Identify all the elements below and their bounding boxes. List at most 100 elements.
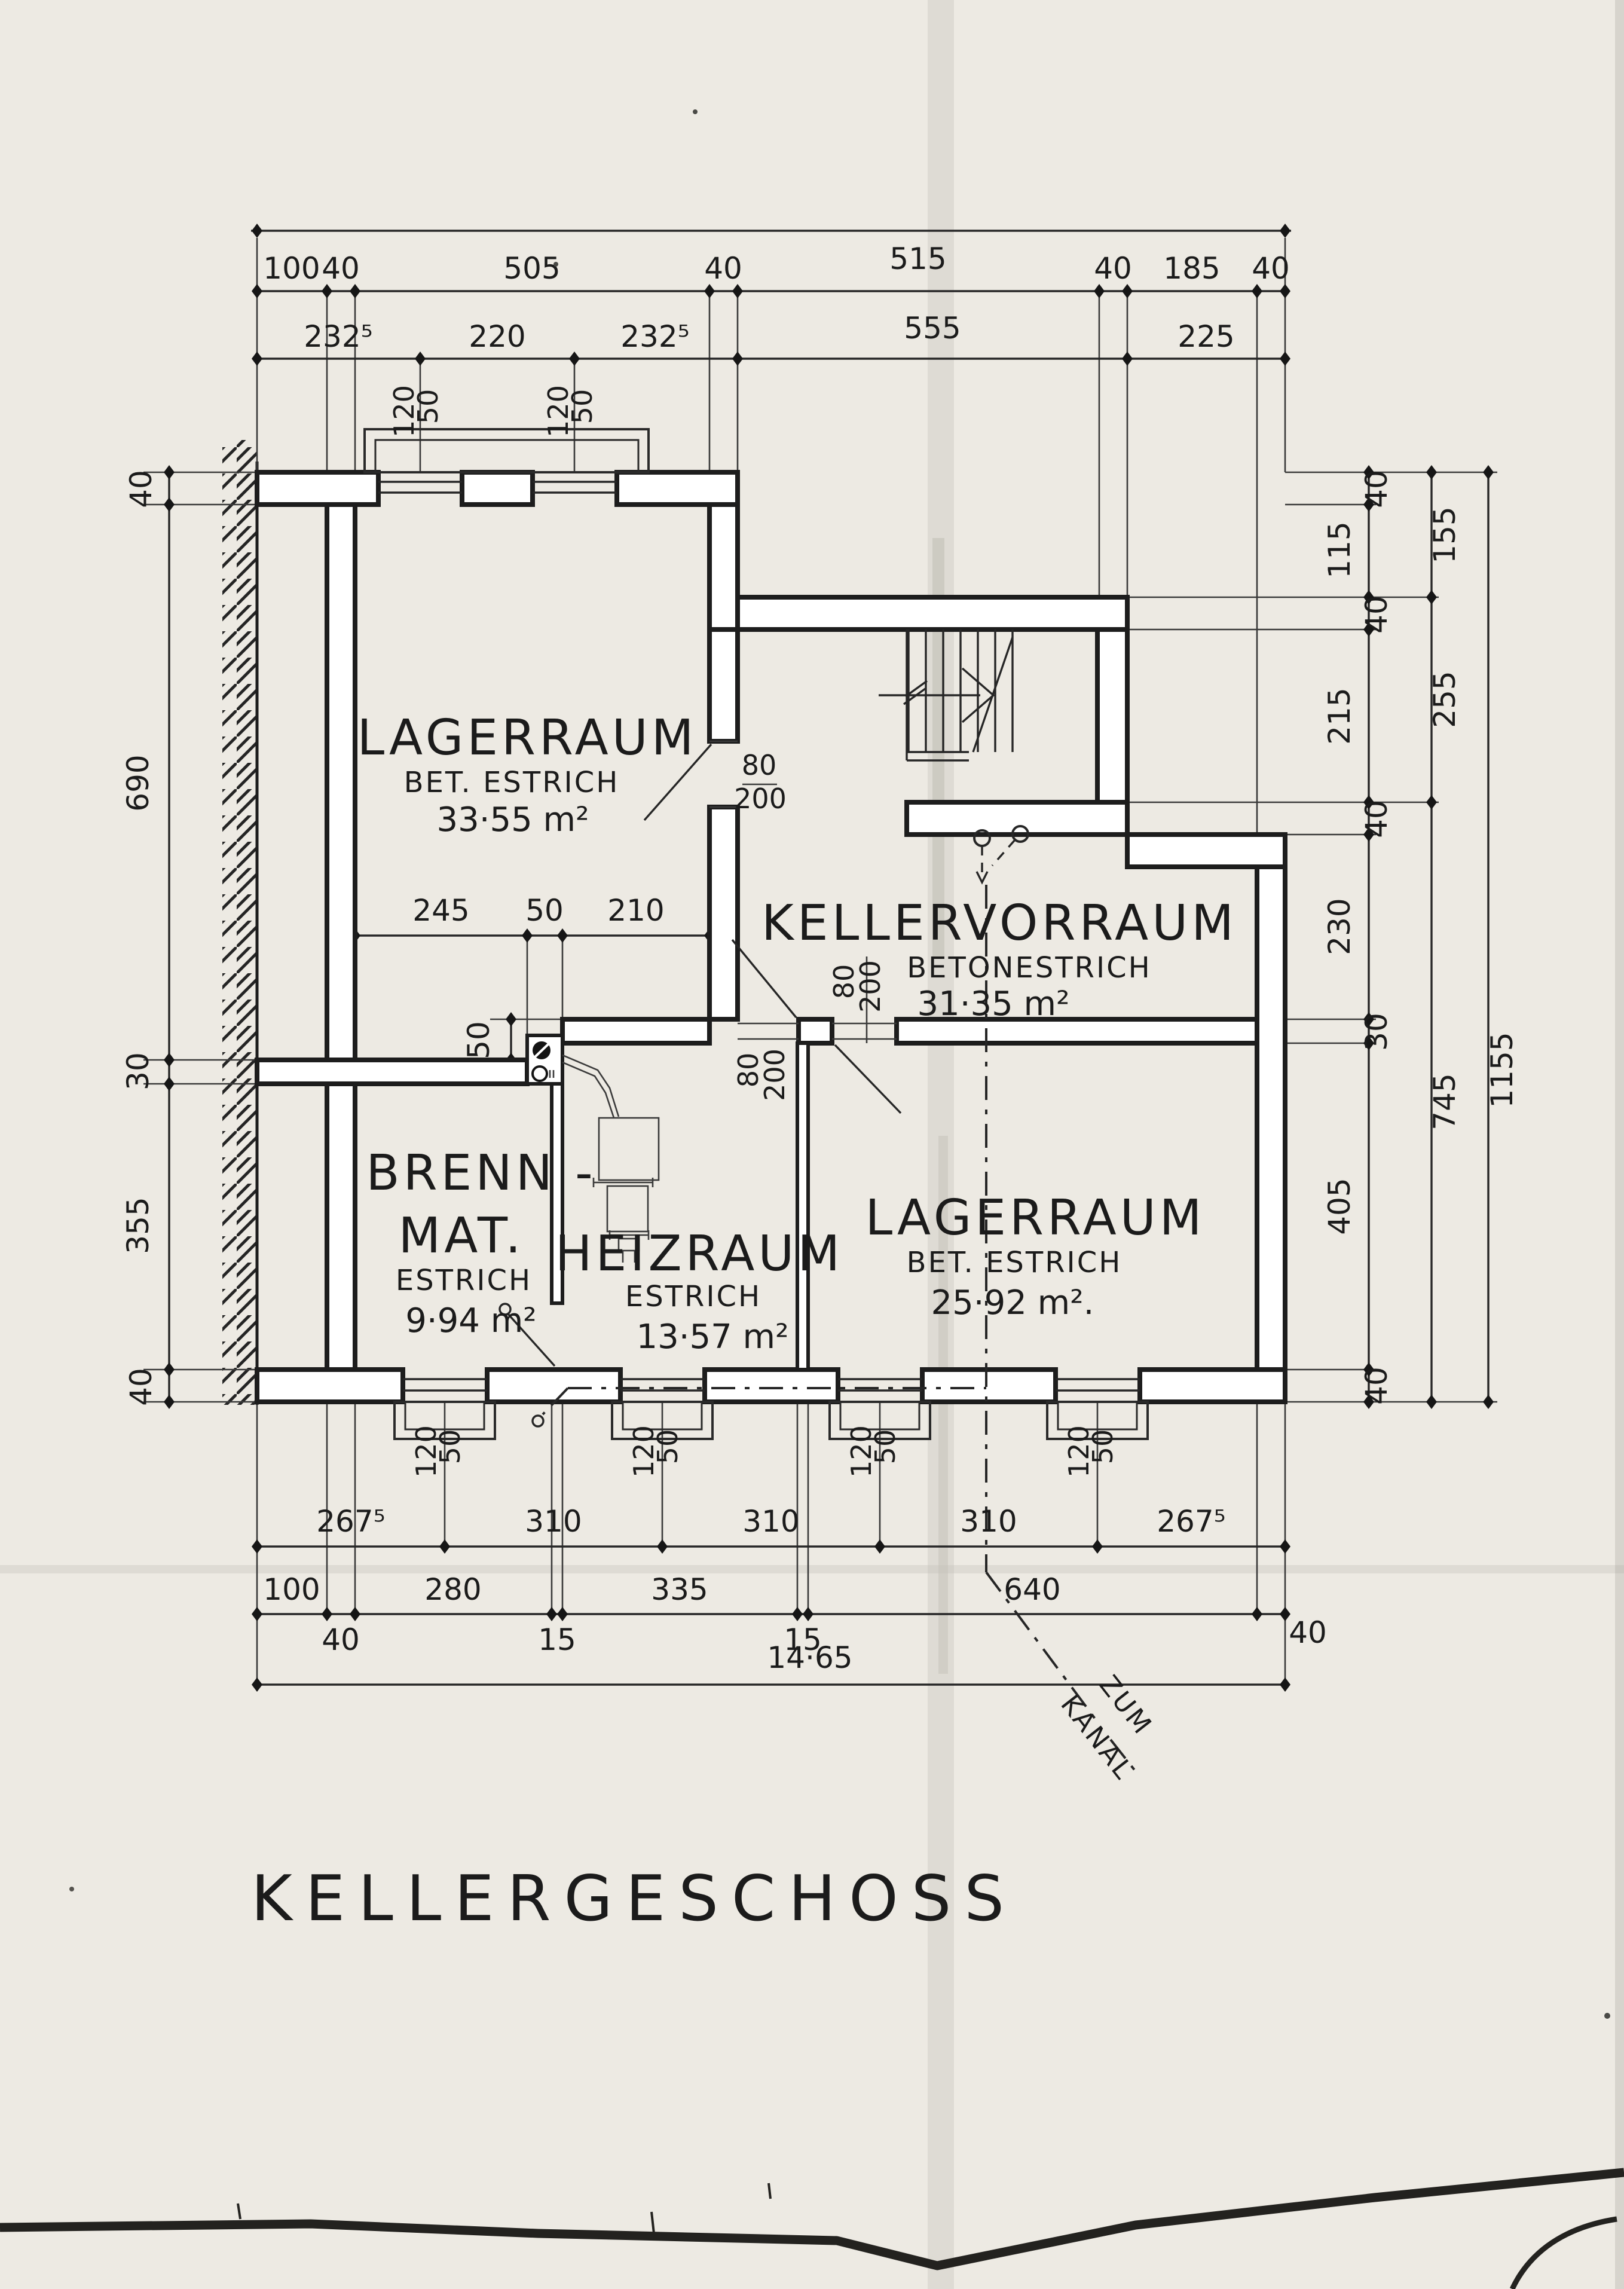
door-width-label: 80: [732, 1053, 764, 1088]
dim-right1-4: 40: [1359, 800, 1394, 838]
dim-right-total: 1155: [1485, 1032, 1519, 1108]
room-area-lagerraum1: 33·55 m²: [436, 800, 589, 839]
dim-top2-0: 232⁵: [304, 319, 372, 354]
room-floor-brennmat: ESTRICH: [396, 1264, 532, 1297]
room-area-lagerraum2: 25·92 m².: [931, 1283, 1094, 1322]
boiler-icon: [592, 1117, 660, 1263]
dim-top2-3: 555: [904, 311, 961, 346]
window-height-label: 50: [869, 1429, 901, 1465]
room-floor-lagerraum2: BET. ESTRICH: [907, 1246, 1123, 1279]
room-area-heizraum: 13·57 m²: [636, 1318, 788, 1356]
dim-top1-6: 185: [1163, 251, 1220, 286]
door-swing: [834, 1044, 902, 1114]
dim-right1-5: 230: [1322, 898, 1357, 955]
dim-bottom2-above-1: 280: [424, 1572, 481, 1607]
exterior-wall-top: [614, 470, 740, 507]
heizraum-partition: [796, 1041, 810, 1371]
lagerraum-right-wall: [707, 805, 740, 1022]
dim-top2-4: 225: [1178, 319, 1234, 354]
door-swing: [731, 939, 797, 1019]
bottom-light-wells: [393, 1401, 1149, 1440]
window-width-label: 120: [1063, 1425, 1095, 1478]
window-height-label: 50: [652, 1429, 684, 1465]
stair-icon: [879, 629, 1014, 762]
window-height-label: 50: [434, 1429, 466, 1465]
dim-bottom1-4: 267⁵: [1157, 1504, 1225, 1539]
dim-chimney-offset: 50: [461, 1021, 496, 1059]
dim-right1-6: 30: [1359, 1013, 1394, 1051]
door-width-label: 80: [828, 964, 860, 1000]
door-height-label: 200: [854, 960, 886, 1013]
door-width-label: 80: [742, 749, 777, 781]
dim-right1-7: 405: [1322, 1178, 1357, 1234]
dim-bottom1-3: 310: [960, 1504, 1017, 1539]
window-width-label: 120: [388, 385, 420, 438]
dim-left-4: 40: [124, 1368, 158, 1406]
dim-top1-3: 40: [704, 251, 742, 286]
dim-interior-2: 210: [607, 893, 664, 928]
dim-top2-2: 232⁵: [620, 319, 689, 354]
top-light-well-inner: [374, 439, 640, 473]
exterior-wall-top: [460, 470, 535, 507]
stairwell-bottom-wall: [904, 800, 1130, 837]
walls: [255, 470, 1287, 1404]
window-height-label: 50: [1087, 1429, 1119, 1465]
dim-bottom2-below-0: 40: [322, 1622, 360, 1657]
room-floor-lagerraum1: BET. ESTRICH: [404, 766, 620, 799]
dim-top1-1: 40: [322, 251, 360, 286]
chimney-flue-open: [531, 1065, 548, 1082]
room-label-lagerraum2: LAGERRAUM: [865, 1190, 1205, 1246]
dim-bottom2-above-2: 335: [651, 1572, 708, 1607]
dim-right1-2: 40: [1359, 595, 1394, 634]
window-height-label: 50: [412, 389, 444, 424]
doors: [498, 740, 902, 1367]
dimension-lines: [168, 230, 1490, 1686]
chimney-flue-tick: [549, 1070, 555, 1078]
windows: [363, 428, 1149, 1440]
dim-right1-0: 40: [1359, 470, 1394, 508]
dim-right2-0: 155: [1427, 506, 1462, 563]
room-label-lagerraum1: LAGERRAUM: [357, 710, 697, 766]
exterior-wall-bottom: [702, 1367, 840, 1404]
chimney-icon: [525, 1034, 620, 1118]
dim-bottom2-below-2: 15: [784, 1622, 822, 1657]
dim-interior-1: 50: [525, 893, 564, 928]
interior-wall-heizraum-top: [560, 1017, 712, 1046]
dim-bottom1-0: 267⁵: [316, 1504, 385, 1539]
door-swing: [643, 743, 712, 821]
door-height-label: 200: [759, 1049, 791, 1101]
door-lagerraum-jambs: [709, 740, 738, 808]
interior-wall-left: [325, 1081, 357, 1372]
dim-right1-8: 40: [1359, 1367, 1394, 1405]
door-height-label: 200: [734, 783, 787, 815]
drawing-title: KELLERGESCHOSS: [251, 1862, 1017, 1935]
window-glazing-top: [378, 481, 617, 494]
room-area-kellervorraum: 31·35 m²: [917, 985, 1069, 1023]
window-width-label: 120: [542, 385, 574, 438]
stair-arrow-icon: [961, 667, 995, 723]
interior-wall-brennmat-top: [255, 1058, 530, 1086]
exterior-wall-bottom: [1137, 1367, 1287, 1404]
kanal-line: [531, 825, 1139, 1775]
dim-top1-5: 40: [1094, 251, 1132, 286]
dim-left-1: 690: [121, 754, 155, 811]
dim-right1-1: 115: [1322, 521, 1357, 578]
interior-wall-kellervorraum-bottom: [894, 1017, 1259, 1046]
dim-bottom2-below-3: 40: [1289, 1615, 1327, 1650]
window-glazing-bottom: [403, 1378, 1140, 1392]
stair-break-line: [903, 680, 928, 705]
dim-bottom1-1: 310: [525, 1504, 582, 1539]
interior-wall-left: [325, 502, 357, 1062]
dim-bottom1-2: 310: [742, 1504, 799, 1539]
scan-edge-artifacts: [0, 109, 1624, 2289]
dim-top2-1: 220: [469, 319, 525, 354]
window-width-label: 120: [845, 1425, 877, 1478]
chimney-flue-slash: [534, 1043, 550, 1058]
room-area-brennmat: 9·94 m²: [405, 1301, 537, 1340]
dim-bottom2-above-3: 640: [1004, 1572, 1060, 1607]
room-label-brennmat-1: BRENN -: [366, 1145, 596, 1202]
dim-bottom2-above-0: 100: [263, 1572, 320, 1607]
room-label-heizraum: HEIZRAUM: [555, 1226, 843, 1282]
